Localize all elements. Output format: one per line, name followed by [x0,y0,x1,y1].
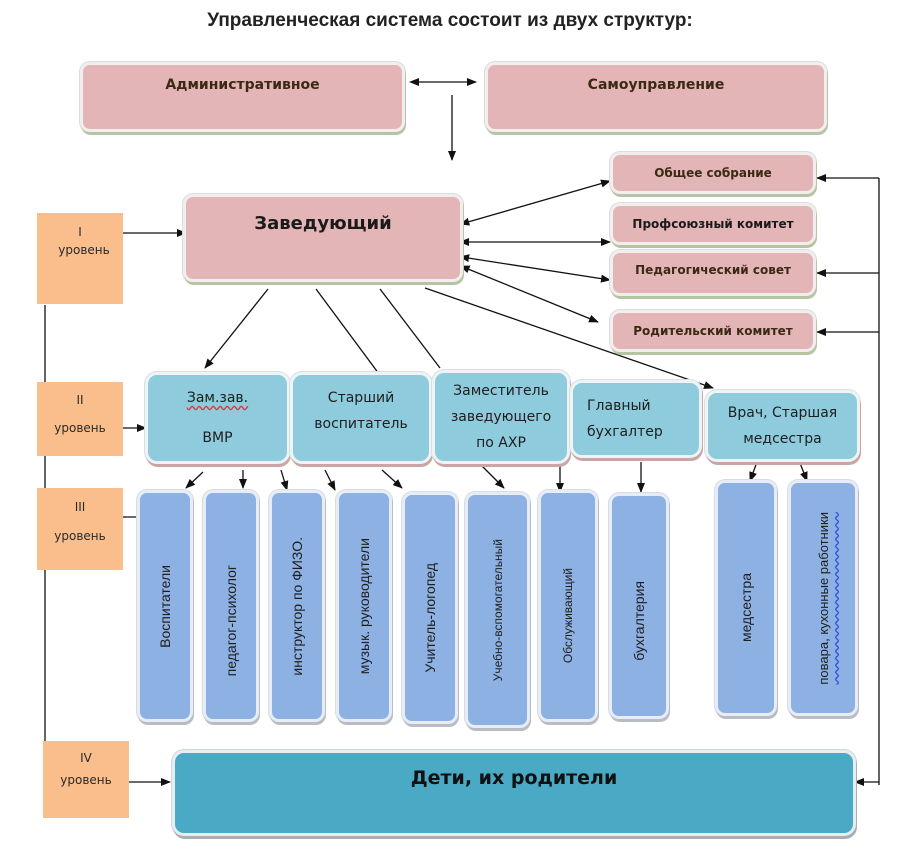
chief-accountant-box[interactable]: Главный бухгалтер [570,380,702,458]
head-label: Заведующий [254,213,392,234]
level-3-label: III уровень [37,488,123,570]
staff-label: Учебно-вспомогательный [490,538,505,682]
level-numeral: I [78,225,82,239]
doctor-line2: медсестра [743,431,822,447]
children-parents-box[interactable]: Дети, их родители [172,750,856,836]
level-1-label: I уровень [37,213,123,304]
staff-label: музык. руководители [356,537,372,675]
arrow-head-council-1 [459,179,611,226]
level-text: уровень [60,773,112,787]
deputy-line1: Зам.зав. [186,390,249,406]
staff-accounting[interactable]: бухгалтерия [609,493,669,719]
council-parents[interactable]: Родительский комитет [610,310,816,352]
staff-label: Обслуживающий [561,568,575,664]
accountant-line2: бухгалтер [587,424,663,440]
administrative-label: Административное [165,77,320,93]
level-2-label: II уровень [37,382,123,456]
council-label: Педагогический совет [635,263,791,277]
level-text: уровень [54,421,106,435]
staff-kitchen[interactable]: повара, кухонные работники [788,480,858,716]
council-label: Общее собрание [654,166,772,180]
staff-support[interactable]: Учебно-вспомогательный [465,492,530,728]
level-numeral: IV [80,751,92,765]
senior-line1: Старший [327,390,395,406]
staff-label: Учитель-логопед [422,563,438,673]
level-numeral: II [76,393,84,407]
deputy-vmr-box[interactable]: Зам.зав. ВМР [145,372,290,464]
arrow-head-council-4 [459,265,599,323]
staff-teachers[interactable]: Воспитатели [137,490,193,722]
head-box[interactable]: Заведующий [183,194,463,282]
axr-line1: Заместитель [453,383,549,399]
staff-label: бухгалтерия [631,581,647,661]
council-general-meeting[interactable]: Общее собрание [610,152,816,194]
staff-label: повара, кухонные работники [815,511,831,685]
deputy-line2: ВМР [202,430,233,446]
children-parents-label: Дети, их родители [410,767,618,789]
axr-line3: по АХР [476,435,526,451]
staff-service[interactable]: Обслуживающий [538,490,598,722]
staff-nurse[interactable]: медсестра [715,480,777,716]
doctor-box[interactable]: Врач, Старшая медсестра [705,390,860,462]
level-text: уровень [58,243,110,257]
senior-line2: воспитатель [314,416,408,432]
council-label: Профсоюзный комитет [632,217,794,231]
level-text: уровень [54,529,106,543]
staff-label: Воспитатели [157,564,173,648]
staff-label: медсестра [738,573,754,643]
accountant-line1: Главный [587,398,651,414]
staff-music-directors[interactable]: музык. руководители [336,490,392,722]
axr-line2: заведующего [450,409,552,425]
council-pedagogical[interactable]: Педагогический совет [610,250,816,296]
senior-teacher-box[interactable]: Старший воспитатель [290,372,432,464]
diagram-title: Управленческая система состоит из двух с… [207,10,693,31]
council-label: Родительский комитет [633,324,793,338]
staff-label: инструктор по ФИЗО. [289,536,305,676]
doctor-line1: Врач, Старшая [727,405,838,421]
staff-label: педагог-психолог [223,565,239,677]
deputy-axr-box[interactable]: Заместитель заведующего по АХР [432,370,570,464]
council-trade-union[interactable]: Профсоюзный комитет [610,203,816,245]
administrative-box[interactable]: Административное [80,62,405,132]
staff-speech-therapist[interactable]: Учитель-логопед [402,492,458,724]
self-government-box[interactable]: Самоуправление [485,62,827,132]
arrow-head-council-3 [459,254,611,283]
level-4-label: IV уровень [43,741,129,818]
level-numeral: III [74,500,86,514]
staff-pe-instructor[interactable]: инструктор по ФИЗО. [269,490,325,722]
self-government-label: Самоуправление [587,77,725,93]
staff-psychologist[interactable]: педагог-психолог [203,490,259,722]
